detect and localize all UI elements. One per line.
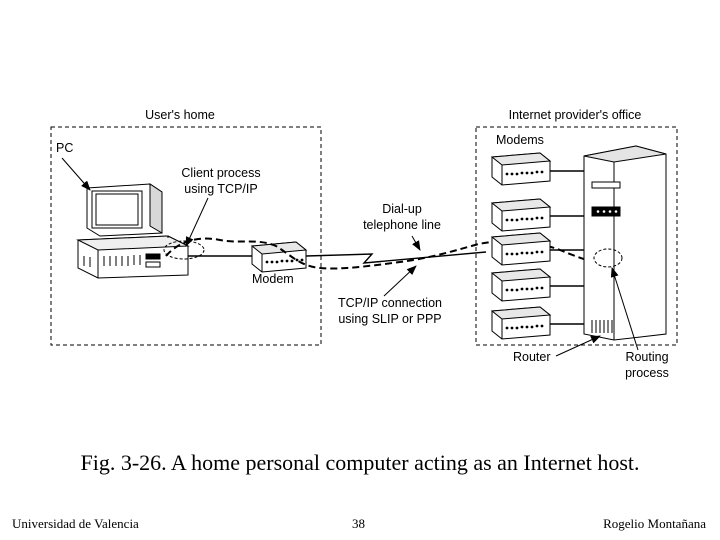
tcpip-connection-path	[165, 237, 601, 270]
users-home-title: User's home	[145, 108, 215, 122]
home-modem-icon	[250, 241, 308, 273]
provider-modem-5	[490, 306, 552, 340]
telephone-line	[305, 251, 487, 264]
routing-process-label-1: Routing	[625, 350, 669, 364]
modem-router-cables	[550, 170, 584, 325]
provider-modem-4	[490, 268, 552, 302]
footer-right: Rogelio Montañana	[603, 516, 706, 531]
routing-process-label-2: process	[625, 366, 669, 380]
provider-title: Internet provider's office	[508, 108, 642, 122]
client-process-label-2: using TCP/IP	[184, 182, 258, 196]
tcpip-label-1: TCP/IP connection	[338, 296, 442, 310]
client-process-label-1: Client process	[181, 166, 261, 180]
client-process-arrow	[185, 197, 209, 247]
footer-page-number: 38	[352, 516, 365, 531]
routing-process-arrow	[610, 267, 639, 351]
router-label: Router	[513, 350, 551, 364]
router-arrow	[555, 335, 601, 357]
tcpip-label-2: using SLIP or PPP	[338, 312, 442, 326]
provider-office-box	[475, 126, 678, 346]
dialup-label-2: telephone line	[363, 218, 441, 232]
dialup-arrow	[411, 235, 421, 251]
figure-caption: Fig. 3-26. A home personal computer acti…	[80, 450, 640, 475]
pc-icon	[76, 183, 190, 279]
provider-modems	[490, 152, 552, 340]
footer-left: Universidad de Valencia	[12, 516, 139, 531]
modems-label: Modems	[496, 133, 544, 147]
router-icon	[583, 145, 667, 341]
pc-label: PC	[56, 141, 74, 155]
routing-process-ellipse	[593, 248, 623, 268]
modem-label: Modem	[252, 272, 294, 286]
pc-arrow	[61, 157, 91, 191]
users-home-box	[50, 126, 322, 346]
provider-modem-1	[490, 152, 552, 186]
client-process-ellipse	[163, 240, 205, 260]
dialup-label-1: Dial-up	[382, 202, 422, 216]
tcpip-arrow	[383, 265, 417, 297]
provider-modem-3	[490, 232, 552, 266]
provider-modem-2	[490, 198, 552, 232]
